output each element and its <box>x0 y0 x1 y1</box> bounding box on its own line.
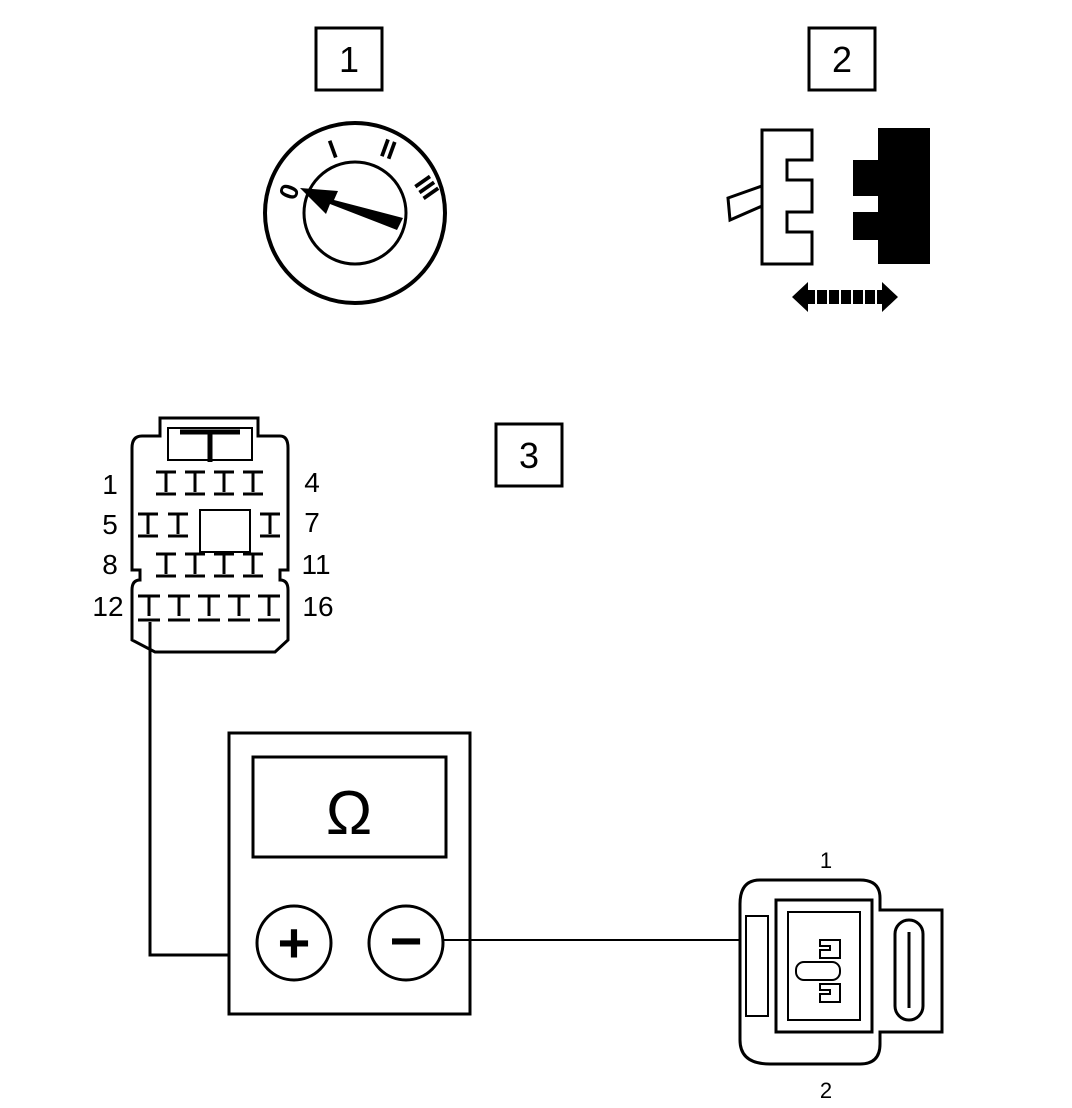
sensor-pin-label-1: 1 <box>820 848 832 873</box>
pin-row-2 <box>138 512 280 538</box>
pin-label-8: 8 <box>102 549 118 580</box>
positive-test-lead <box>148 622 256 957</box>
connector-disconnect-icon <box>726 128 930 312</box>
multimeter-icon: Ω + − <box>227 731 472 1016</box>
step-2-badge: 2 <box>807 26 877 92</box>
ignition-switch-icon: 0 I II III <box>263 121 447 305</box>
pin-label-16: 16 <box>302 591 333 622</box>
step-1-number: 1 <box>339 39 359 80</box>
sensor-connector-2-pin: 1 2 <box>738 848 944 1103</box>
pin-label-1: 1 <box>102 469 118 500</box>
pin-row-3 <box>156 552 263 578</box>
step-1-badge: 1 <box>314 26 384 92</box>
step-3-badge: 3 <box>494 422 564 488</box>
ohm-symbol: Ω <box>326 779 372 848</box>
pin-label-12: 12 <box>92 591 123 622</box>
pin-row-4 <box>138 594 280 622</box>
pin-label-5: 5 <box>102 509 118 540</box>
harness-connector-16-pin: 1 4 5 7 8 11 12 16 <box>92 416 334 654</box>
pin-row-1 <box>156 470 263 496</box>
plus-terminal-label: + <box>278 911 311 974</box>
minus-terminal-label: − <box>390 909 423 972</box>
pin-label-4: 4 <box>304 467 320 498</box>
sensor-pin-label-2: 2 <box>820 1078 832 1103</box>
plus-terminal <box>255 904 333 982</box>
minus-terminal <box>367 904 445 982</box>
step-2-number: 2 <box>832 39 852 80</box>
step-3-number: 3 <box>519 435 539 476</box>
pin-label-11: 11 <box>301 549 330 580</box>
pin-label-7: 7 <box>304 507 320 538</box>
